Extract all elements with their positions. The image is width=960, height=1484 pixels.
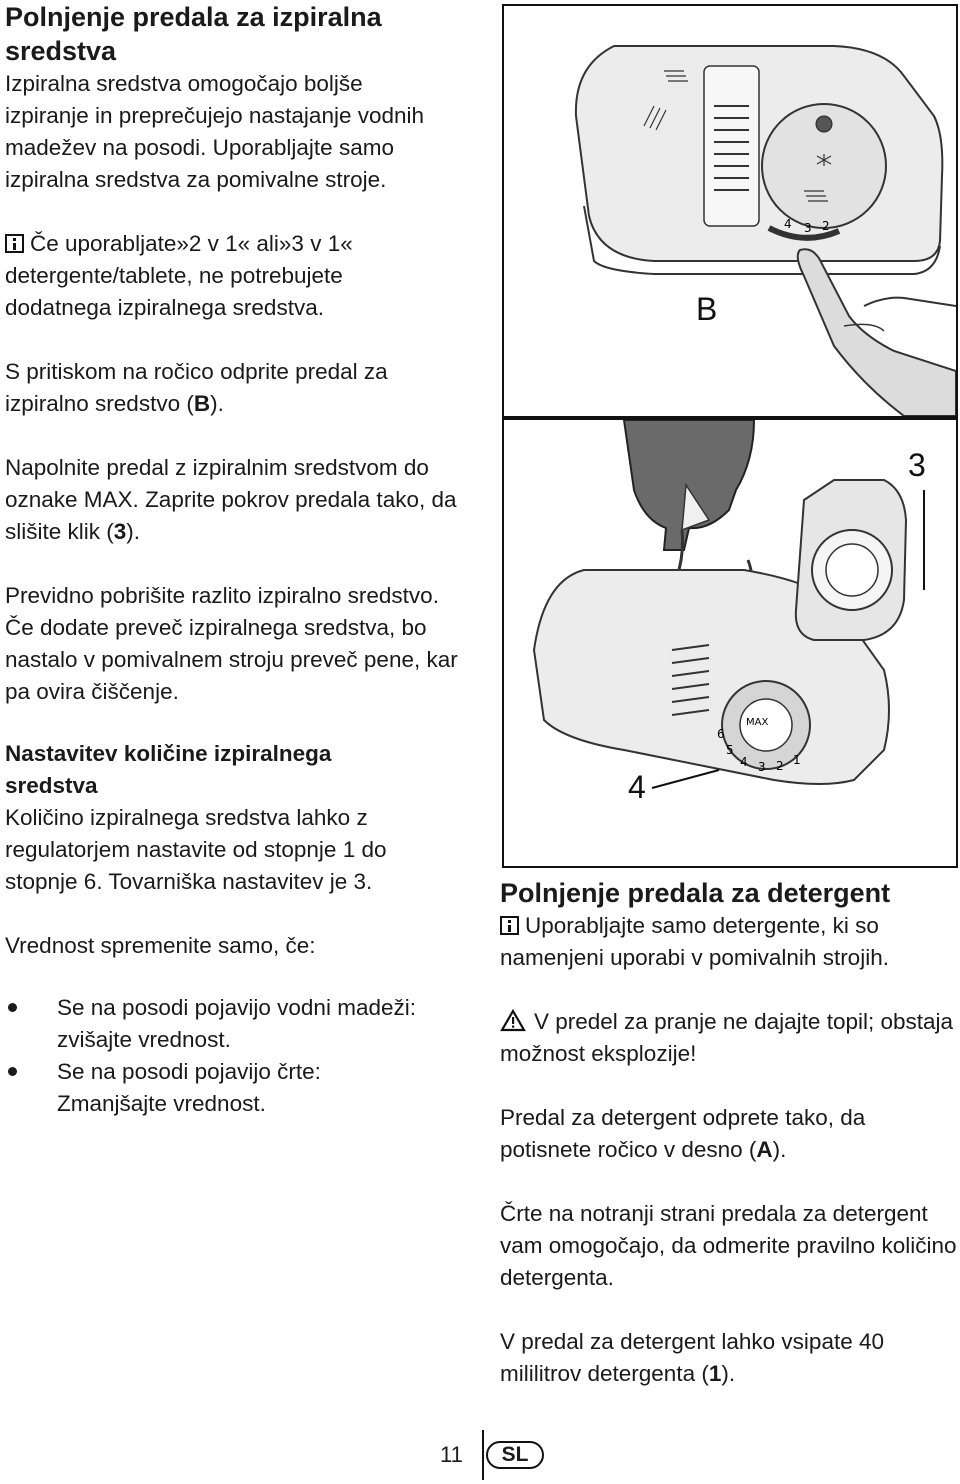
detergent-warning: V predel za pranje ne dajajte topil; obs… [500,1006,958,1070]
detergent-capacity-end: ). [721,1361,736,1386]
dial-mark: 4 [740,755,748,769]
detergent-open-ref: A [756,1137,773,1162]
step-fill-ref: 3 [113,519,127,544]
rinse-aid-note: Če uporabljate»2 v 1« ali»3 v 1« deterge… [5,228,445,324]
language-badge: SL [486,1441,544,1469]
dial-mark: 4 [784,217,792,231]
detergent-capacity-ref: 1 [708,1361,722,1386]
step-open-end: ). [210,391,224,416]
rinse-aid-step-fill: Napolnite predal z izpiralnim sredstvom … [5,452,465,548]
detergent-warning-text: V predel za pranje ne dajajte topil; obs… [500,1009,954,1066]
detergent-lines: Črte na notranji strani predala za deter… [500,1201,957,1290]
page-number: 11 [440,1442,463,1467]
dial-mark: 6 [717,727,725,741]
change-intro: Vrednost spremenite samo, če: [5,933,316,958]
detergent-info: Uporabljajte samo detergente, ki so name… [500,910,958,974]
figure-label-4: 4 [628,769,646,805]
left-column: Polnjenje predala za izpiralna sredstva … [5,0,475,1120]
figure-label-b: B [696,291,717,327]
step-fill-end: ). [126,519,141,544]
detergent-capacity: V predal za detergent lahko vsipate 40 m… [500,1326,958,1390]
detergent-capacity-text: V predal za detergent lahko vsipate 40 m… [500,1329,885,1386]
change-conditions-list: Se na posodi pojavijo vodni madeži: zviš… [5,992,425,1120]
dial-mark: 2 [776,759,784,773]
rinse-aid-note-text: Če uporabljate»2 v 1« ali»3 v 1« deterge… [5,231,353,320]
list-item: Se na posodi pojavijo vodni madeži: zviš… [5,992,425,1056]
figure-rinse-aid-fill: MAX 6 5 4 3 2 1 3 4 [502,418,958,868]
step-open-ref: B [193,391,211,416]
dial-mark: 2 [822,219,830,233]
section-title-rinse-setting: Nastavitev količine izpiralnega sredstva [5,741,332,798]
dial-mark: 3 [804,221,812,235]
list-item: Se na posodi pojavijo črte: Zmanjšajte v… [5,1056,425,1120]
detergent-open-text: Predal za detergent odprete tako, da pot… [500,1105,866,1162]
rinse-aid-dispenser-illustration: 4 3 2 B [574,45,957,417]
max-mark: MAX [746,717,768,728]
step-fill-text: Napolnite predal z izpiralnim sredstvom … [5,455,457,544]
figure-rinse-aid-open: 4 3 2 B [502,4,958,418]
page-footer: 11 [0,1440,960,1480]
section-title-rinse-aid: Polnjenje predala za izpiralna sredstva [5,2,382,66]
rinse-aid-step-wipe: Previdno pobrišite razlito izpiralno sre… [5,583,458,704]
rinse-aid-step-open: S pritiskom na ročico odprite predal za … [5,356,465,420]
dial-mark: 1 [793,753,801,767]
rinse-aid-fill-illustration: MAX 6 5 4 3 2 1 3 4 [532,419,926,805]
dial-mark: 5 [726,743,734,757]
info-icon [5,234,24,253]
footer-divider [482,1430,484,1480]
dial-mark: 3 [758,760,766,774]
info-icon [500,916,519,935]
rinse-aid-intro: Izpiralna sredstva omogočajo boljše izpi… [5,71,425,192]
rinse-setting-text: Količino izpiralnega sredstva lahko z re… [5,805,387,894]
figure-label-3: 3 [908,447,926,483]
detergent-open: Predal za detergent odprete tako, da pot… [500,1102,940,1166]
detergent-open-end: ). [772,1137,787,1162]
warning-icon [500,1009,526,1032]
step-open-text: S pritiskom na ročico odprite predal za … [5,359,388,416]
detergent-info-text: Uporabljajte samo detergente, ki so name… [500,913,889,970]
right-column: Polnjenje predala za detergent Uporablja… [500,876,958,1390]
section-title-detergent: Polnjenje predala za detergent [500,878,891,908]
